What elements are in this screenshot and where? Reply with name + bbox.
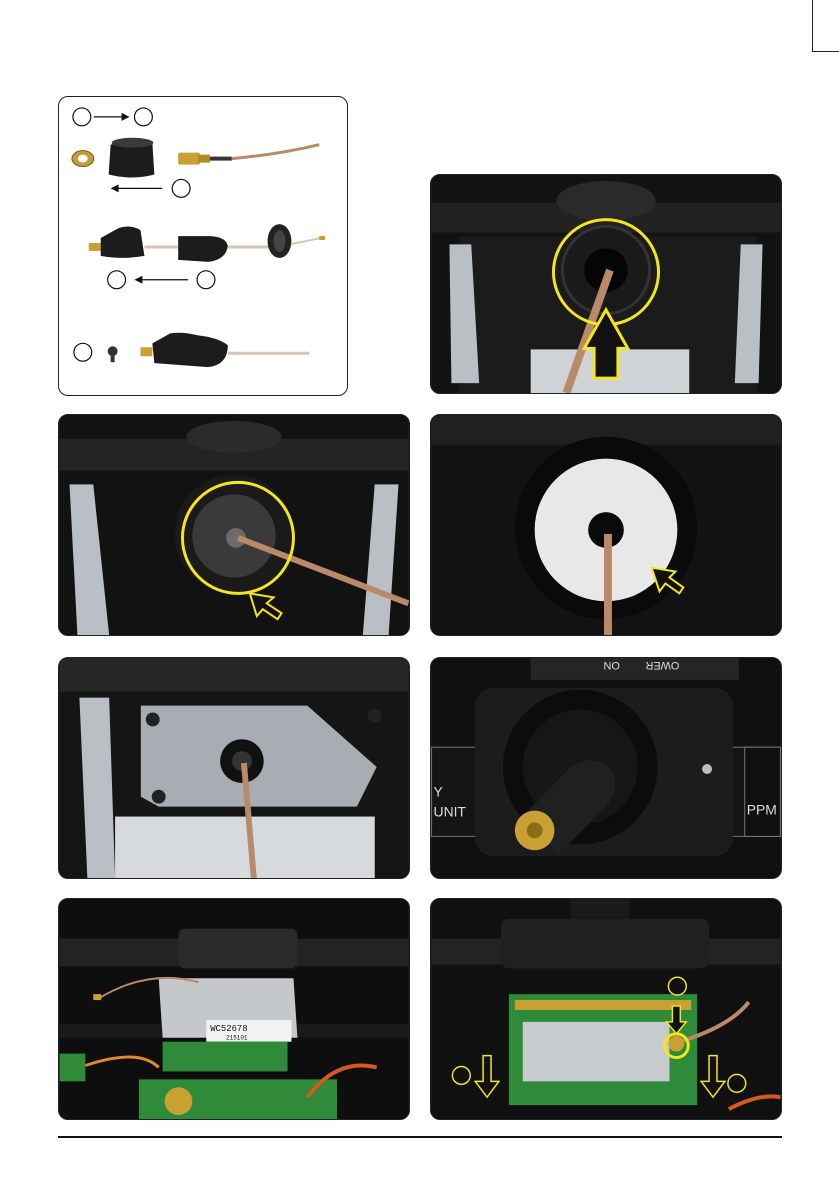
grommet-photo <box>59 415 409 635</box>
photo-grommet-insert <box>58 414 410 636</box>
antenna-exterior-photo: OWER ON Y UNIT PPM <box>431 658 781 878</box>
photo-antenna-exterior: OWER ON Y UNIT PPM <box>430 657 782 879</box>
ufl-connector-icon <box>668 1036 684 1052</box>
step-circle <box>74 343 92 361</box>
step-circle <box>172 179 190 197</box>
screw-icon <box>146 713 160 727</box>
metal-plate-photo <box>59 658 409 878</box>
mount-hole-photo <box>431 175 781 393</box>
boot-assembly-icon <box>101 227 145 258</box>
footer-rule <box>58 1136 782 1138</box>
photo-module-bay: WC52678 215101 <box>58 898 410 1120</box>
module-shield <box>523 1022 670 1081</box>
parts-diagram <box>59 97 347 395</box>
sticker-text: WC52678 <box>210 1024 247 1034</box>
coax-cable <box>232 145 319 159</box>
photo-mount-hole <box>430 174 782 394</box>
pcb <box>163 1042 288 1072</box>
rf-module-photo <box>431 899 781 1119</box>
photo-metal-plate <box>58 657 410 879</box>
screw-icon <box>152 790 166 804</box>
battery-icon <box>165 1087 193 1115</box>
assembled-antenna-icon <box>152 333 227 367</box>
ppm-label: PPM <box>747 802 777 818</box>
on-label: ON <box>604 659 620 671</box>
grommet-icon <box>178 236 228 262</box>
screw-icon <box>702 764 712 774</box>
unit-label-line1: Y <box>434 784 443 800</box>
screw-icon <box>368 709 382 723</box>
sma-connector-icon <box>178 153 200 165</box>
white-bushing-photo <box>431 415 781 635</box>
step-circle <box>197 271 215 289</box>
crop-mark-vertical <box>812 0 813 52</box>
crop-mark-horizontal <box>812 51 839 52</box>
power-label: OWER <box>645 659 679 671</box>
parts-diagram-panel <box>58 96 348 396</box>
step-circle <box>108 271 126 289</box>
sticker-subtext: 215101 <box>226 1035 248 1042</box>
step-circle <box>134 108 152 126</box>
module-bay-photo: WC52678 215101 <box>59 899 409 1119</box>
unit-label-line2: UNIT <box>434 804 467 820</box>
step-circle <box>73 108 91 126</box>
photo-rf-module <box>430 898 782 1120</box>
photo-white-bushing <box>430 414 782 636</box>
